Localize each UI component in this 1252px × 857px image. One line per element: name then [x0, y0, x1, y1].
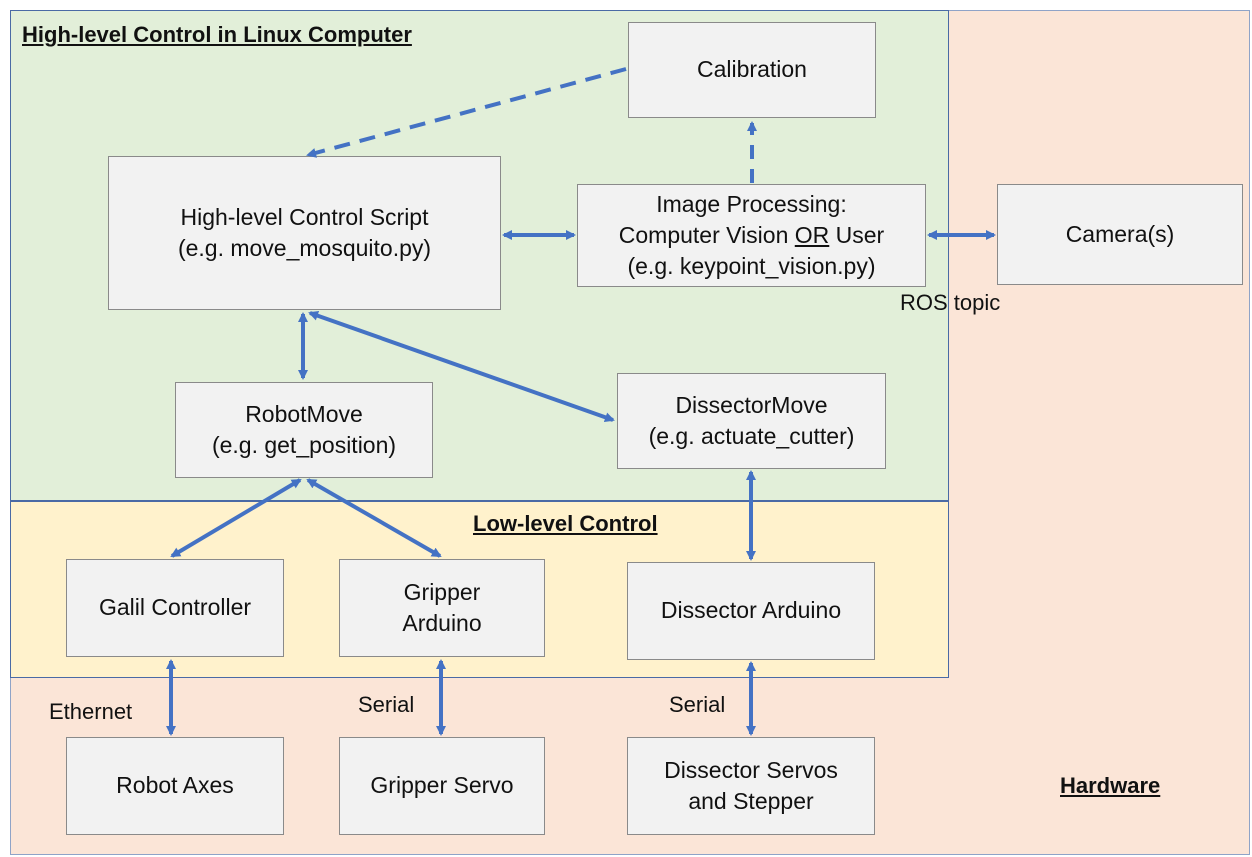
image-processing-method: Computer Vision OR User — [618, 221, 885, 248]
camera-label: Camera(s) — [1065, 220, 1175, 247]
arrow-control-script-dissector-move — [308, 310, 615, 423]
ethernet-label: Ethernet — [49, 699, 133, 724]
image-processing-node: Image Processing: Computer Vision OR Use… — [577, 184, 926, 287]
high-level-region-title: High-level Control in Linux Computer — [22, 22, 412, 47]
serial-dissector-label: Serial — [669, 692, 726, 717]
gripper-arduino-node: Gripper Arduino — [339, 559, 545, 657]
robot-axes-label: Robot Axes — [116, 772, 234, 799]
gripper-arduino-line2: Arduino — [402, 610, 482, 636]
camera-node: Camera(s) — [997, 184, 1243, 285]
gripper-servo-node: Gripper Servo — [339, 737, 545, 835]
dissector-arduino-node: Dissector Arduino — [627, 562, 875, 660]
galil-controller-label: Galil Controller — [98, 594, 252, 621]
image-processing-title: Image Processing: — [656, 190, 847, 217]
control-script-title: High-level Control Script — [180, 203, 429, 230]
gripper-servo-label: Gripper Servo — [370, 772, 514, 799]
dissector-move-example: (e.g. actuate_cutter) — [648, 423, 855, 449]
arrow-robot-move-galil — [170, 478, 302, 558]
image-processing-example: (e.g. keypoint_vision.py) — [627, 253, 876, 280]
low-level-region-title: Low-level Control — [473, 511, 658, 536]
control-script-example: (e.g. move_mosquito.py) — [177, 235, 432, 261]
arrow-robot-move-gripper-arduino — [306, 478, 442, 558]
dissector-servos-node: Dissector Servos and Stepper — [627, 737, 875, 835]
dissector-move-title: DissectorMove — [675, 391, 828, 418]
hardware-region-title: Hardware — [1060, 773, 1161, 798]
robot-move-example: (e.g. get_position) — [211, 432, 397, 458]
dissector-arduino-label: Dissector Arduino — [660, 597, 842, 624]
ros-topic-label: ROS topic — [900, 290, 1001, 315]
dissector-servos-line1: Dissector Servos — [664, 756, 838, 783]
gripper-arduino-line1: Gripper — [403, 578, 481, 605]
dissector-servos-line2: and Stepper — [688, 788, 814, 814]
dissector-move-node: DissectorMove (e.g. actuate_cutter) — [617, 373, 886, 469]
or-emphasis: OR — [794, 221, 830, 248]
arrow-calibration-to-control-script — [306, 67, 627, 158]
galil-controller-node: Galil Controller — [66, 559, 284, 657]
control-script-node: High-level Control Script (e.g. move_mos… — [108, 156, 501, 310]
serial-gripper-label: Serial — [358, 692, 415, 717]
calibration-label: Calibration — [697, 56, 807, 83]
calibration-node: Calibration — [628, 22, 876, 118]
robot-axes-node: Robot Axes — [66, 737, 284, 835]
